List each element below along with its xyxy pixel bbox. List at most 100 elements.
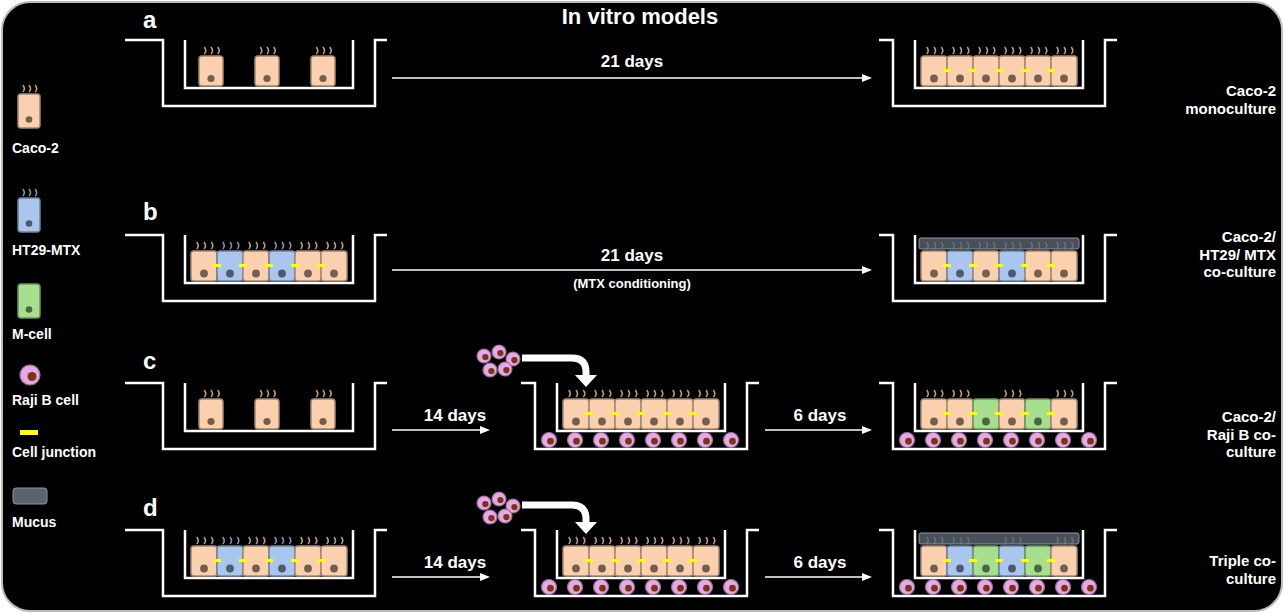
- legend-swatch: [18, 189, 40, 232]
- raji-cell-icon: [498, 509, 512, 523]
- cell-icon: [217, 242, 243, 281]
- cell-icon: [1025, 47, 1051, 86]
- cell-icon: [999, 47, 1025, 86]
- raji-cell-icon: [492, 345, 506, 359]
- raji-cell-icon: [1004, 433, 1019, 448]
- cell-icon: [667, 537, 693, 576]
- raji-cell-icon: [1030, 580, 1045, 595]
- cell-icon: [999, 390, 1025, 429]
- panel-letter: b: [143, 198, 173, 226]
- raji-cell-icon: [978, 433, 993, 448]
- cell-icon: [1051, 390, 1077, 429]
- legend-label: M-cell: [12, 326, 132, 343]
- cell-icon: [1051, 47, 1077, 86]
- legend-label: Mucus: [12, 514, 132, 531]
- cell-icon: [321, 242, 347, 281]
- legend-label: Caco-2: [12, 140, 132, 157]
- raji-cell-icon: [477, 349, 491, 363]
- raji-cell-icon: [477, 496, 491, 510]
- legend-label: HT29-MTX: [12, 242, 132, 259]
- raji-cell-icon: [594, 433, 609, 448]
- raji-cell-icon: [926, 580, 941, 595]
- duration-label: 6 days: [765, 553, 875, 573]
- raji-cell-icon: [1004, 580, 1019, 595]
- time-arrow: [392, 74, 872, 82]
- raji-cell-icon: [20, 365, 40, 385]
- cell-icon: [693, 390, 719, 429]
- raji-cell-icon: [724, 580, 739, 595]
- raji-cell-icon: [483, 363, 497, 377]
- raji-cell-icon: [646, 433, 661, 448]
- cell-icon: [321, 537, 347, 576]
- legend-swatch: [20, 365, 40, 385]
- raji-cell-icon: [483, 510, 497, 524]
- raji-cell-icon: [952, 433, 967, 448]
- time-arrow: [392, 266, 872, 274]
- transwell: [521, 530, 759, 596]
- duration-label: 21 days: [572, 52, 692, 72]
- cell-icon: [947, 390, 973, 429]
- transwell: [125, 40, 387, 106]
- raji-cell-addition: [477, 492, 597, 534]
- legend-label: Raji B cell: [12, 392, 132, 409]
- cell-icon: [199, 47, 223, 86]
- raji-cell-icon: [542, 433, 557, 448]
- cell-icon: [243, 242, 269, 281]
- cell-icon: [269, 242, 295, 281]
- raji-cell-icon: [568, 433, 583, 448]
- raji-cell-icon: [672, 580, 687, 595]
- raji-cell-addition: [477, 345, 597, 387]
- cell-icon: [589, 390, 615, 429]
- raji-cell-icon: [620, 580, 635, 595]
- cell-icon: [693, 537, 719, 576]
- cell-icon: [589, 537, 615, 576]
- cell-icon: [563, 537, 589, 576]
- cell-icon: [269, 537, 295, 576]
- cell-icon: [947, 47, 973, 86]
- raji-cell-icon: [672, 433, 687, 448]
- raji-cell-icon: [646, 580, 661, 595]
- raji-cell-icon: [900, 433, 915, 448]
- cell-icon: [921, 390, 947, 429]
- cell-icon: [191, 537, 217, 576]
- raji-cell-icon: [620, 433, 635, 448]
- raji-cell-icon: [492, 492, 506, 506]
- legend-swatch: [20, 430, 38, 435]
- raji-cell-icon: [542, 580, 557, 595]
- cell-icon: [311, 390, 335, 429]
- transwell: [879, 40, 1117, 106]
- transwell: [125, 235, 387, 301]
- cell-icon: [563, 390, 589, 429]
- cell-icon: [199, 390, 223, 429]
- model-name: Caco-2/ HT29/ MTX co-culture: [1194, 228, 1276, 281]
- cell-icon: [973, 47, 999, 86]
- panel-letter: c: [143, 347, 173, 375]
- time-arrow: [392, 426, 490, 434]
- transwell: [125, 530, 387, 596]
- legend-swatch: [18, 85, 40, 128]
- cell-icon: [921, 47, 947, 86]
- cell-icon: [217, 537, 243, 576]
- cell-icon: [18, 189, 40, 232]
- duration-label: 21 days: [572, 246, 692, 266]
- raji-cell-icon: [724, 433, 739, 448]
- cell-icon: [255, 390, 279, 429]
- legend-swatch: [18, 284, 40, 318]
- panel-letter: d: [143, 494, 173, 522]
- raji-cell-icon: [594, 580, 609, 595]
- raji-cell-icon: [900, 580, 915, 595]
- cell-icon: [255, 47, 279, 86]
- cell-icon: [641, 390, 667, 429]
- cell-icon: [243, 537, 269, 576]
- figure-title: In vitro models: [480, 4, 800, 30]
- cell-icon: [18, 85, 40, 128]
- cell-icon: [295, 242, 321, 281]
- raji-cell-icon: [568, 580, 583, 595]
- time-arrow: [765, 573, 872, 581]
- raji-cell-icon: [1056, 580, 1071, 595]
- raji-cell-icon: [1056, 433, 1071, 448]
- cell-icon: [311, 47, 335, 86]
